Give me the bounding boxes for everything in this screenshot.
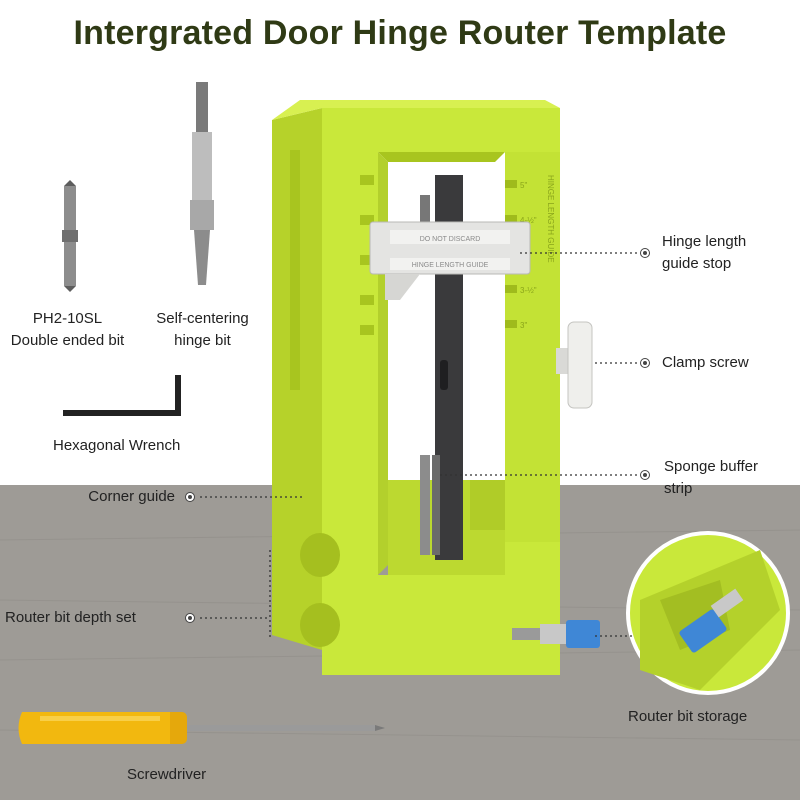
page-title: Intergrated Door Hinge Router Template (73, 14, 727, 52)
screwdriver-label: Screwdriver (127, 766, 207, 783)
router-template: 5" 4-½" 4" 3-½" 3" HINGE LENGTH GUIDE DO… (272, 100, 600, 675)
sponge-strip-label-line: strip (664, 480, 693, 497)
hinge-bit-label-line: hinge bit (174, 332, 231, 349)
corner-guide-label: Corner guide (88, 488, 175, 505)
bit-storage-label: Router bit storage (628, 708, 748, 725)
double-bit-label-line: Double ended bit (10, 332, 125, 349)
callout-lines (200, 252, 640, 640)
scale-mark: 3" (520, 321, 527, 330)
hex-wrench-illustration (63, 375, 181, 416)
hinge-guide-stop: DO NOT DISCARD HINGE LENGTH GUIDE (369, 221, 531, 300)
sponge-strip-label-line: Sponge buffer (664, 458, 758, 475)
bit-storage-inset (626, 531, 790, 695)
double-bit-label: PH2-10SL Double ended bit (0, 308, 135, 352)
depth-hole-lower (300, 603, 340, 647)
wrench-label: Hexagonal Wrench (53, 437, 181, 454)
hinge-bit-illustration (190, 82, 214, 285)
depth-set-marker (185, 613, 195, 623)
guide-stop-label-line: Hinge length (662, 233, 747, 250)
guide-stop-marker (640, 248, 650, 258)
stop-text: DO NOT DISCARD (420, 236, 481, 243)
depth-hole-upper (300, 533, 340, 577)
scale-title: HINGE LENGTH GUIDE (546, 175, 555, 263)
depth-set-label: Router bit depth set (5, 609, 136, 626)
scale-mark: 4-½" (520, 216, 537, 225)
stop-text: HINGE LENGTH GUIDE (412, 262, 489, 269)
scale-mark: 5" (520, 181, 527, 190)
router-bit (512, 620, 600, 648)
clamp-screw-marker (640, 358, 650, 368)
hinge-bit-label: Self-centering hinge bit (140, 308, 265, 352)
double-bit-label-line: PH2-10SL (32, 310, 103, 327)
double-ended-bit-illustration (62, 180, 78, 292)
corner-guide-marker (185, 492, 195, 502)
sponge-strip (420, 455, 430, 555)
clamp-screw-label: Clamp screw (662, 354, 749, 371)
guide-stop-label-line: guide stop (662, 255, 732, 272)
sponge-strip-label: Sponge buffer strip (664, 456, 758, 500)
hinge-bit-label-line: Self-centering (156, 310, 249, 327)
clamp-screw (556, 321, 593, 409)
screwdriver-illustration (18, 712, 385, 744)
scale-mark: 3-½" (520, 286, 537, 295)
guide-stop-label: Hinge length guide stop (662, 231, 746, 275)
sponge-strip-marker (640, 470, 650, 480)
